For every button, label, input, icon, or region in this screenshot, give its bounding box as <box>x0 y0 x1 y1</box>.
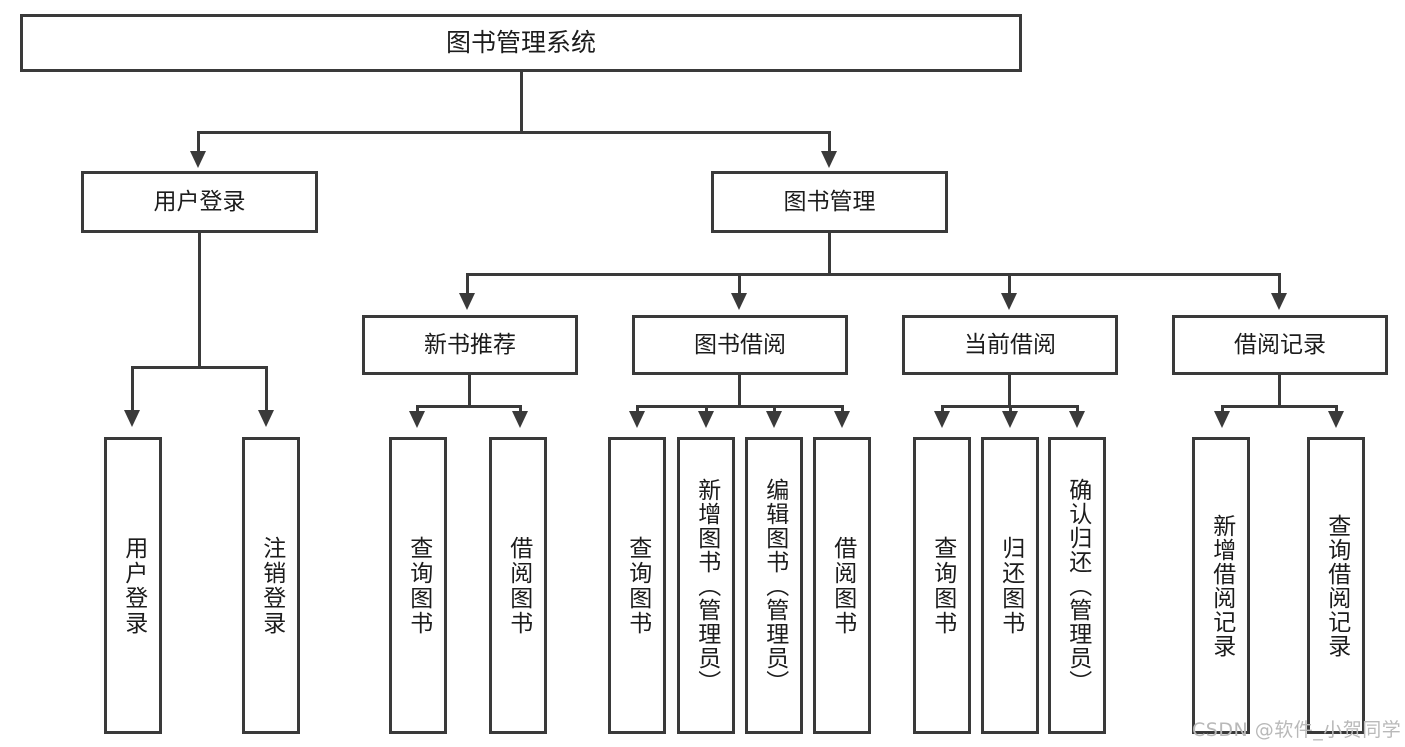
leaf-book-borrow-add-book-admin[interactable]: 新增图书（管理员） <box>677 437 735 734</box>
node-label: 注销登录 <box>258 535 285 636</box>
arrowhead-to-book-manage <box>821 151 837 168</box>
arrowhead-book-borrow-leaf-1 <box>629 411 645 428</box>
node-label: 新书推荐 <box>424 331 516 358</box>
node-label: 查询图书 <box>405 535 432 636</box>
arrowhead-current-borrow-leaf-2 <box>1002 411 1018 428</box>
arrowhead-l3-3 <box>1001 293 1017 310</box>
arrowhead-book-borrow-leaf-2 <box>698 411 714 428</box>
edge-book-manage-to-l3-1 <box>466 273 469 295</box>
leaf-book-borrow-edit-book-admin[interactable]: 编辑图书（管理员） <box>745 437 803 734</box>
node-label: 用户登录 <box>153 188 246 215</box>
node-label: 图书管理系统 <box>445 27 596 57</box>
edge-borrow-record-to-leaf-2 <box>1335 405 1338 413</box>
arrowhead-l3-4 <box>1271 293 1287 310</box>
edge-borrow-record-to-leaf-1 <box>1221 405 1224 413</box>
leaf-borrow-record-add-record[interactable]: 新增借阅记录 <box>1192 437 1250 734</box>
edge-user-login-stem <box>198 233 201 368</box>
edge-new-book-to-leaf-2 <box>519 405 522 413</box>
node-label: 图书管理 <box>783 188 876 215</box>
arrowhead-current-borrow-leaf-3 <box>1069 411 1085 428</box>
node-label: 借阅图书 <box>829 535 856 636</box>
arrowhead-borrow-record-leaf-2 <box>1328 411 1344 428</box>
edge-book-borrow-to-leaf-3 <box>773 405 776 413</box>
edge-new-book-bus <box>416 405 522 408</box>
edge-new-book-to-leaf-1 <box>416 405 419 413</box>
arrowhead-book-borrow-leaf-4 <box>834 411 850 428</box>
edge-book-borrow-bus <box>636 405 844 408</box>
edge-root-to-book-manage <box>828 131 831 153</box>
edge-new-book-stem <box>468 375 471 407</box>
arrowhead-l3-1 <box>459 293 475 310</box>
edge-current-borrow-to-leaf-2 <box>1009 405 1012 413</box>
node-label: 归还图书 <box>997 535 1024 636</box>
node-label: 图书借阅 <box>694 331 786 358</box>
arrowhead-to-user-login <box>190 151 206 168</box>
edge-root-stem <box>520 72 523 132</box>
arrowhead-user-login-leaf-2 <box>258 410 274 427</box>
arrowhead-user-login-leaf-1 <box>124 410 140 427</box>
node-new-book-recommend[interactable]: 新书推荐 <box>362 315 578 375</box>
node-book-manage[interactable]: 图书管理 <box>711 171 948 233</box>
edge-current-borrow-stem <box>1008 375 1011 407</box>
node-label: 确认归还（管理员） <box>1064 477 1091 694</box>
node-borrow-record[interactable]: 借阅记录 <box>1172 315 1388 375</box>
leaf-borrow-record-query-record[interactable]: 查询借阅记录 <box>1307 437 1365 734</box>
arrowhead-new-book-leaf-2 <box>512 411 528 428</box>
edge-current-borrow-to-leaf-1 <box>941 405 944 413</box>
edge-root-to-user-login <box>197 131 200 153</box>
leaf-user-login-logout[interactable]: 注销登录 <box>242 437 300 734</box>
edge-current-borrow-to-leaf-3 <box>1076 405 1079 413</box>
node-book-borrow[interactable]: 图书借阅 <box>632 315 848 375</box>
leaf-current-borrow-return-book[interactable]: 归还图书 <box>981 437 1039 734</box>
node-label: 新增图书（管理员） <box>693 477 720 694</box>
leaf-current-borrow-query-book[interactable]: 查询图书 <box>913 437 971 734</box>
edge-borrow-record-stem <box>1278 375 1281 407</box>
node-label: 新增借阅记录 <box>1208 513 1235 658</box>
arrowhead-book-borrow-leaf-3 <box>766 411 782 428</box>
node-label: 当前借阅 <box>964 331 1056 358</box>
arrowhead-current-borrow-leaf-1 <box>934 411 950 428</box>
node-label: 用户登录 <box>120 535 147 636</box>
node-label: 借阅图书 <box>505 535 532 636</box>
node-current-borrow[interactable]: 当前借阅 <box>902 315 1118 375</box>
arrowhead-new-book-leaf-1 <box>409 411 425 428</box>
leaf-new-book-borrow-book[interactable]: 借阅图书 <box>489 437 547 734</box>
edge-book-manage-to-l3-2 <box>738 273 741 295</box>
node-label: 查询图书 <box>929 535 956 636</box>
leaf-new-book-query-book[interactable]: 查询图书 <box>389 437 447 734</box>
edge-borrow-record-bus <box>1221 405 1338 408</box>
edge-book-borrow-to-leaf-2 <box>705 405 708 413</box>
edge-root-bus <box>197 131 831 134</box>
leaf-book-borrow-query-book[interactable]: 查询图书 <box>608 437 666 734</box>
edge-user-login-bus <box>131 366 267 369</box>
node-root-system[interactable]: 图书管理系统 <box>20 14 1022 72</box>
edge-book-borrow-to-leaf-4 <box>841 405 844 413</box>
node-label: 借阅记录 <box>1234 331 1326 358</box>
edge-user-login-to-leaf-1 <box>131 366 134 412</box>
node-label: 查询图书 <box>624 535 651 636</box>
edge-book-manage-to-l3-3 <box>1008 273 1011 295</box>
edge-book-manage-stem <box>828 233 831 275</box>
arrowhead-borrow-record-leaf-1 <box>1214 411 1230 428</box>
edge-book-borrow-to-leaf-1 <box>636 405 639 413</box>
edge-book-manage-to-l3-4 <box>1278 273 1281 295</box>
node-user-login[interactable]: 用户登录 <box>81 171 318 233</box>
node-label: 编辑图书（管理员） <box>761 477 788 694</box>
edge-book-manage-bus <box>466 273 1281 276</box>
leaf-current-borrow-confirm-return-admin[interactable]: 确认归还（管理员） <box>1048 437 1106 734</box>
node-label: 查询借阅记录 <box>1323 513 1350 658</box>
edge-user-login-to-leaf-2 <box>265 366 268 412</box>
edge-book-borrow-stem <box>738 375 741 407</box>
leaf-user-login-login[interactable]: 用户登录 <box>104 437 162 734</box>
leaf-book-borrow-borrow-book[interactable]: 借阅图书 <box>813 437 871 734</box>
arrowhead-l3-2 <box>731 293 747 310</box>
